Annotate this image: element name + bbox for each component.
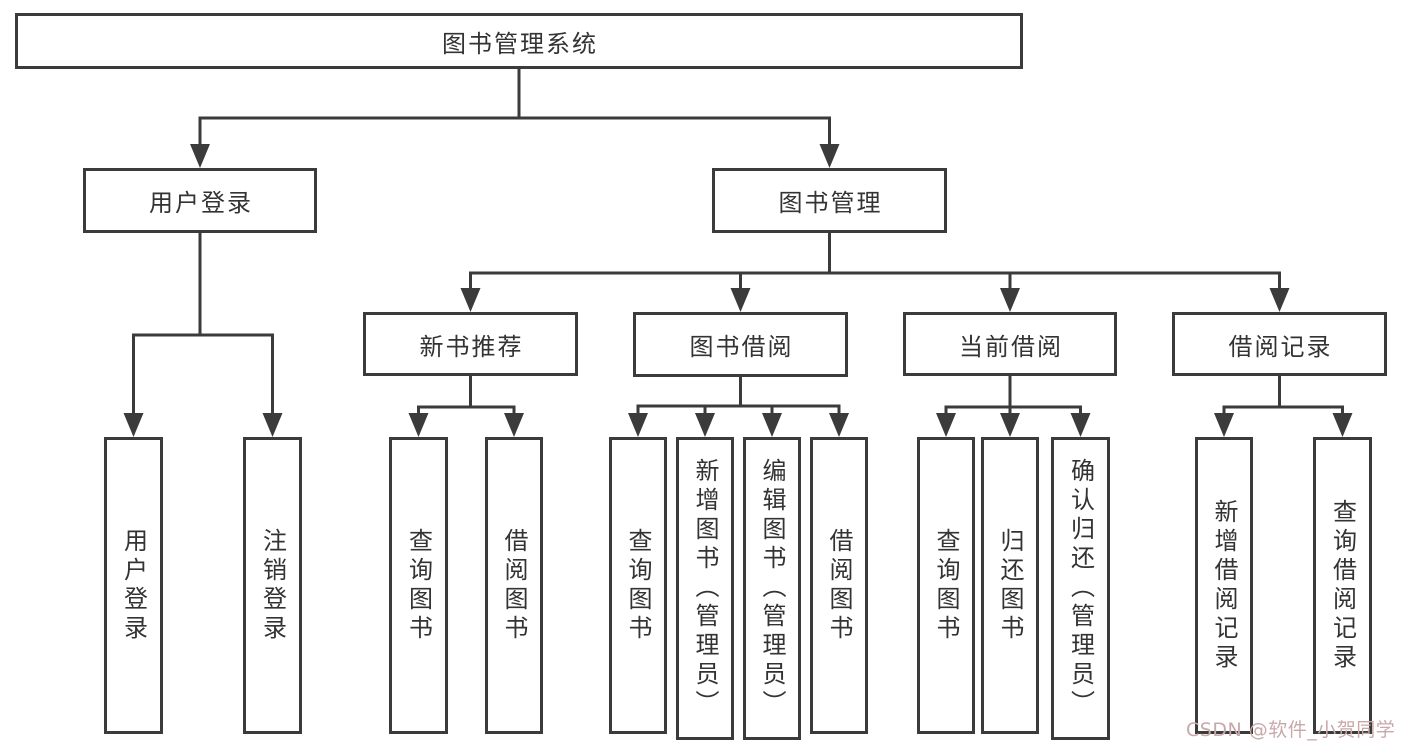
arrow-down-icon [1000,413,1020,437]
node-rec-borrow-book: 借阅图书 [485,437,543,734]
node-logout: 注销登录 [243,437,302,734]
node-label: 新增图书（管理员） [691,458,719,719]
arrow-down-icon [762,413,782,437]
node-label: 注销登录 [258,527,287,644]
node-label: 编辑图书（管理员） [758,458,786,719]
node-label: 借阅图书 [825,527,853,644]
node-label: 确认归还（管理员） [1066,458,1095,719]
csdn-watermark: CSDN @软件_小贺同学 [1186,719,1396,741]
node-cb-confirm-return: 确认归还（管理员） [1051,437,1110,740]
node-label: 图书管理系统 [442,29,598,58]
node-bb-edit-book: 编辑图书（管理员） [743,437,801,740]
node-user-login: 用户登录 [83,168,317,233]
arrow-down-icon [504,413,524,437]
arrow-down-icon [408,413,429,437]
node-label: 查询图书 [624,527,652,644]
node-label: 新书推荐 [419,332,524,361]
node-label: 归还图书 [996,527,1024,644]
node-label: 图书管理 [778,189,883,217]
arrow-down-icon [695,413,715,437]
node-br-query-record: 查询借阅记录 [1313,437,1372,734]
node-book-mgmt: 图书管理 [712,168,947,233]
arrow-down-icon [628,413,648,437]
arrow-down-icon [262,413,283,437]
node-bb-query-book: 查询图书 [609,437,667,734]
node-label: 借阅图书 [500,527,528,644]
arrow-down-icon [1000,288,1020,312]
node-bb-borrow-book: 借阅图书 [810,437,868,734]
node-label: 当前借阅 [959,332,1063,361]
node-label: 查询图书 [404,527,433,644]
arrow-down-icon [819,144,840,168]
arrow-down-icon [123,413,144,437]
node-label: 用户登录 [149,189,253,217]
arrow-down-icon [829,413,849,437]
node-new-book-rec: 新书推荐 [363,312,578,376]
node-label: 新增借阅记录 [1210,498,1238,673]
node-cb-return-book: 归还图书 [981,437,1039,734]
arrow-down-icon [190,144,210,168]
arrow-down-icon [936,413,956,437]
node-bb-add-book: 新增图书（管理员） [676,437,734,740]
arrow-down-icon [1269,288,1290,312]
node-rec-query-book: 查询图书 [389,437,448,734]
arrow-down-icon [730,288,751,312]
arrow-down-icon [460,288,481,312]
node-label: 借阅记录 [1228,332,1333,361]
arrow-down-icon [1070,413,1091,437]
node-label: 查询图书 [932,527,960,644]
node-label: 图书借阅 [689,333,794,361]
node-book-borrow: 图书借阅 [633,312,848,377]
node-login: 用户登录 [104,437,163,734]
node-label: 用户登录 [119,527,148,644]
arrow-down-icon [1332,413,1353,437]
node-borrow-records: 借阅记录 [1172,312,1387,376]
node-current-borrow: 当前借阅 [903,312,1117,376]
node-cb-query-book: 查询图书 [917,437,975,734]
node-root: 图书管理系统 [15,13,1023,69]
node-label: 查询借阅记录 [1328,498,1357,673]
arrow-down-icon [1214,413,1234,437]
node-br-add-record: 新增借阅记录 [1195,437,1253,734]
